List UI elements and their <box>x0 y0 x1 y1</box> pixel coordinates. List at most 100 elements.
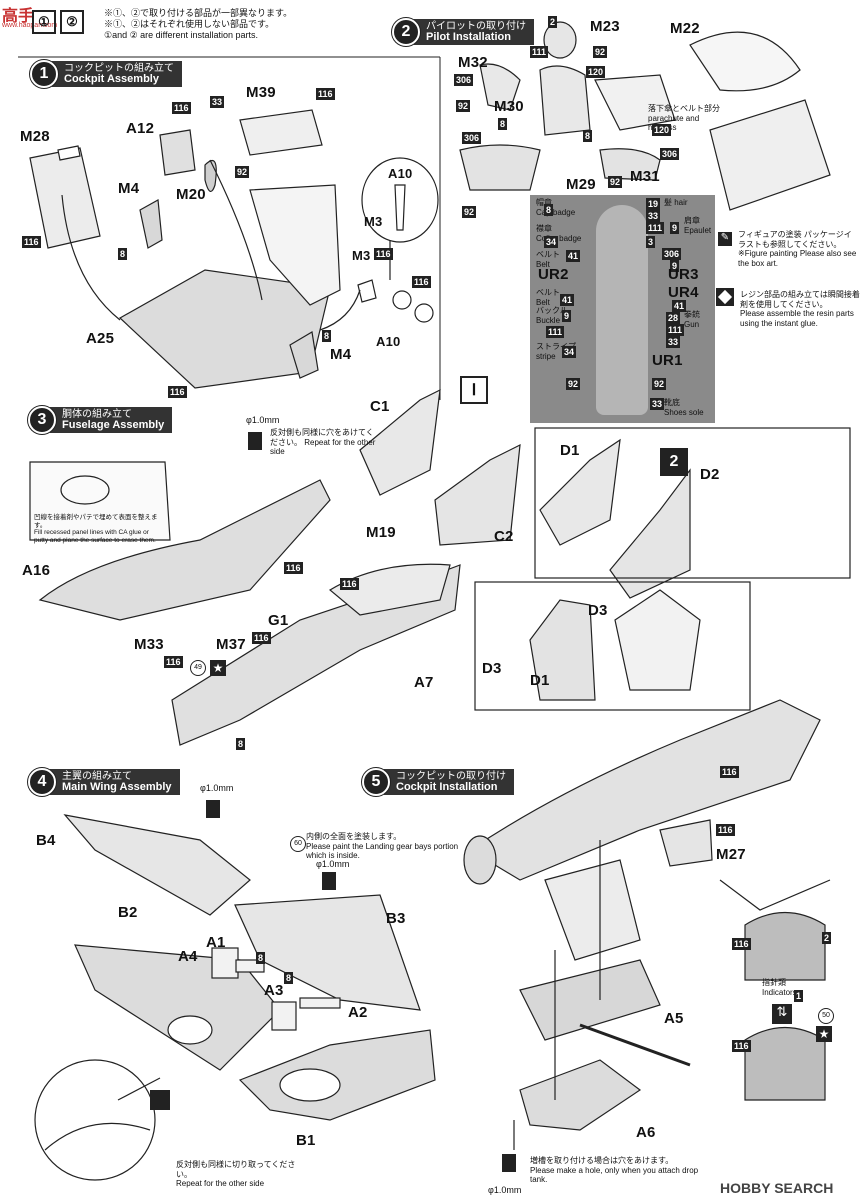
part-label: A1 <box>206 934 226 951</box>
part-label: D3 <box>588 602 608 619</box>
part-label: M37 <box>216 636 246 653</box>
watermark-sub: www.haopan.com <box>2 22 58 29</box>
footer-brand-text: HOBBY SEARCH <box>720 1180 834 1196</box>
hole-size-label: φ1.0mm <box>488 1185 522 1195</box>
part-label: A10 <box>388 166 413 181</box>
color-badge: 111 <box>546 326 565 338</box>
part-label: A6 <box>636 1124 656 1141</box>
watermark-logo: 高手 <box>2 2 34 26</box>
repeat-cut-note: 反対側も同様に切り取ってください。Repeat for the other si… <box>176 1160 296 1188</box>
color-badge: 116 <box>164 656 183 668</box>
part-label: M3 <box>364 214 383 229</box>
part-label: A16 <box>22 562 51 579</box>
part-label: M3 <box>352 248 371 263</box>
part-label: A4 <box>178 948 198 965</box>
color-badge: 116 <box>716 824 735 836</box>
part-label: M39 <box>246 84 276 101</box>
color-badge: 116 <box>374 248 393 260</box>
part-label: D1 <box>560 442 580 459</box>
drill-icon <box>502 1154 516 1172</box>
color-badge: 3 <box>646 236 656 248</box>
fill-panel-note: 凹線を接着剤やパテで埋めて表面を整えます。Fill recessed panel… <box>34 514 158 544</box>
fig-ur1: UR1 <box>652 352 683 369</box>
figure-paint-note: フィギュアの塗装 パッケージイラストも参照してください。※Figure pain… <box>738 230 857 268</box>
step-5-number: 5 <box>362 768 390 796</box>
color-badge: 8 <box>284 972 294 984</box>
part-label: C1 <box>370 398 390 415</box>
variant-2-icon: ② <box>60 10 84 34</box>
part-label: M4 <box>330 346 352 363</box>
color-badge: 34 <box>562 346 577 358</box>
color-badge: 9 <box>670 222 680 234</box>
color-badge: 116 <box>732 938 751 950</box>
color-badge: 116 <box>720 766 739 778</box>
resin-icon <box>716 288 734 306</box>
color-badge: 111 <box>530 46 549 58</box>
part-label: A3 <box>264 982 284 999</box>
color-badge: 2 <box>822 932 832 944</box>
color-badge: 92 <box>652 378 667 390</box>
paint-brush-icon: ✎ <box>718 232 732 246</box>
color-badge: 120 <box>586 66 606 78</box>
watermark-text: 高手 <box>2 8 35 25</box>
color-badge: 92 <box>593 46 608 58</box>
fig-ur3: UR3 <box>668 266 699 283</box>
drill-icon <box>206 800 220 818</box>
color-badge: 9 <box>670 260 680 272</box>
header-note-jp2: ※①、②はそれぞれ使用しない部品です。 <box>104 19 275 29</box>
part-label: A25 <box>86 330 115 347</box>
header-note-jp: ※①、②で取り付ける部品が一部異なります。 <box>104 8 293 18</box>
hole-size-label: φ1.0mm <box>246 415 280 425</box>
color-badge: 8 <box>498 118 508 130</box>
part-label: B1 <box>296 1132 316 1149</box>
color-badge: 120 <box>652 124 672 136</box>
color-badge: 92 <box>608 176 623 188</box>
color-badge: 92 <box>235 166 250 178</box>
part-label: D2 <box>700 466 720 483</box>
color-badge: 41 <box>560 294 575 306</box>
star-marker-icon: ★ <box>816 1026 832 1042</box>
color-badge: 111 <box>666 324 685 336</box>
color-badge: 34 <box>544 236 559 248</box>
fig-ur2: UR2 <box>538 266 569 283</box>
figure-silhouette <box>596 205 648 415</box>
step-1-number: 1 <box>30 60 58 88</box>
repeat-other-side-note: 反対側も同様に穴をあけてください。 Repeat for the other s… <box>270 428 376 456</box>
color-badge: 116 <box>172 102 191 114</box>
footer-brand: HOBBY SEARCH <box>720 1180 833 1196</box>
color-badge: 116 <box>732 1040 751 1052</box>
part-label: A7 <box>414 674 434 691</box>
part-label: B3 <box>386 910 406 927</box>
hole-size-label: φ1.0mm <box>316 859 350 869</box>
step-3-number: 3 <box>28 406 56 434</box>
part-label: B4 <box>36 832 56 849</box>
part-label: M20 <box>176 186 206 203</box>
color-badge: 28 <box>666 312 681 324</box>
color-badge: 33 <box>646 210 661 222</box>
color-badge: 116 <box>284 562 303 574</box>
part-label: A12 <box>126 120 155 137</box>
part-label: M30 <box>494 98 524 115</box>
part-label: M32 <box>458 54 488 71</box>
color-badge: 33 <box>666 336 681 348</box>
part-label: M29 <box>566 176 596 193</box>
color-badge: 116 <box>340 578 359 590</box>
part-label: A2 <box>348 1004 368 1021</box>
star-marker-icon: ★ <box>210 660 226 676</box>
color-badge: 92 <box>566 378 581 390</box>
color-badge: 19 <box>646 198 661 210</box>
color-badge: 9 <box>562 310 572 322</box>
color-badge: 33 <box>650 398 665 410</box>
color-badge: 8 <box>118 248 128 260</box>
fig-hair: 髪 hair <box>664 198 688 207</box>
header-variant-icons: ① ② <box>32 10 84 34</box>
color-badge: 41 <box>566 250 581 262</box>
